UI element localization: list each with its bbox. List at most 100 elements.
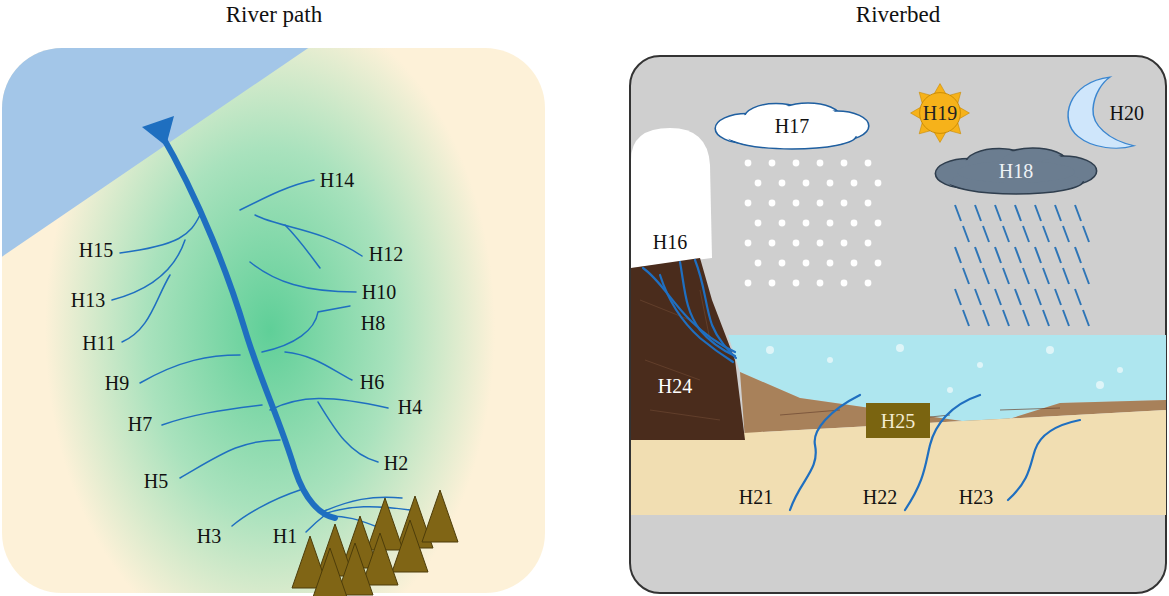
callout-label: H16 bbox=[653, 232, 687, 252]
rain-cloud: H18 bbox=[932, 146, 1100, 196]
snowflake bbox=[841, 280, 848, 287]
river-map bbox=[0, 40, 545, 596]
mountains bbox=[292, 490, 458, 596]
raindrop bbox=[983, 268, 989, 284]
raindrop bbox=[1055, 247, 1061, 263]
snowflake bbox=[769, 160, 776, 167]
snowflake bbox=[841, 240, 848, 247]
mountain bbox=[367, 498, 403, 550]
snowflake bbox=[827, 180, 834, 187]
raindrop bbox=[1063, 226, 1069, 242]
raindrop bbox=[1063, 310, 1069, 326]
raindrop bbox=[983, 310, 989, 326]
snowflake bbox=[865, 240, 872, 247]
snowflake bbox=[755, 260, 762, 267]
raindrop bbox=[1043, 310, 1049, 326]
raindrop bbox=[1043, 268, 1049, 284]
raindrop bbox=[1083, 226, 1089, 242]
callout-label: H10 bbox=[362, 282, 396, 302]
callout-label: H3 bbox=[197, 526, 221, 546]
callout-label: H2 bbox=[384, 453, 408, 473]
raindrop bbox=[995, 289, 1001, 305]
snowflake bbox=[817, 200, 824, 207]
raindrop bbox=[955, 205, 961, 221]
snowflake bbox=[865, 280, 872, 287]
panel-riverbed: RiverbedH17H19H20H18H25 bbox=[627, 0, 1169, 596]
raindrop bbox=[995, 247, 1001, 263]
raindrop bbox=[1003, 226, 1009, 242]
raindrop bbox=[1035, 205, 1041, 221]
callout-label: H8 bbox=[361, 313, 385, 333]
raindrop bbox=[1003, 268, 1009, 284]
raindrop bbox=[1075, 205, 1081, 221]
raindrop bbox=[1023, 268, 1029, 284]
moon: H20 bbox=[1048, 74, 1148, 152]
cloud-fill bbox=[938, 150, 1094, 193]
snowflake bbox=[769, 240, 776, 247]
raindrop bbox=[975, 205, 981, 221]
callout-label: H14 bbox=[320, 170, 354, 190]
raindrop bbox=[1075, 247, 1081, 263]
callout-label: H5 bbox=[144, 471, 168, 491]
snowflake bbox=[841, 160, 848, 167]
snowflake bbox=[851, 260, 858, 267]
snowflake bbox=[851, 220, 858, 227]
raindrop bbox=[1015, 205, 1021, 221]
snowflake bbox=[745, 280, 752, 287]
snowflake bbox=[875, 220, 882, 227]
snowflake bbox=[803, 220, 810, 227]
panel-title: River path bbox=[0, 2, 548, 28]
callout-label: H4 bbox=[398, 397, 422, 417]
callout-label: H22 bbox=[863, 487, 897, 507]
snowflake bbox=[769, 200, 776, 207]
snowflake bbox=[755, 220, 762, 227]
cloud-puff bbox=[957, 161, 1075, 183]
snowflake bbox=[745, 160, 752, 167]
snowflake bbox=[803, 260, 810, 267]
sediment-block bbox=[866, 403, 930, 438]
raindrop bbox=[1055, 205, 1061, 221]
callout-label: H9 bbox=[105, 373, 129, 393]
riverbed-scene bbox=[630, 56, 1168, 593]
snowflake bbox=[779, 180, 786, 187]
callout-label: H11 bbox=[82, 333, 116, 353]
snowflake bbox=[841, 200, 848, 207]
raindrop bbox=[1035, 247, 1041, 263]
snowflake bbox=[793, 280, 800, 287]
snowflake bbox=[755, 180, 762, 187]
cloud-fill bbox=[718, 105, 867, 148]
part-label: H20 bbox=[1110, 103, 1144, 123]
snowflake bbox=[827, 260, 834, 267]
rain bbox=[955, 205, 1089, 326]
snowflake bbox=[817, 240, 824, 247]
snow bbox=[745, 160, 882, 287]
snowflake bbox=[865, 160, 872, 167]
raindrop bbox=[1043, 226, 1049, 242]
raindrop bbox=[955, 247, 961, 263]
snowflake bbox=[851, 180, 858, 187]
snowflake bbox=[779, 260, 786, 267]
part-label: H17 bbox=[775, 116, 809, 136]
raindrop bbox=[963, 268, 969, 284]
raindrop bbox=[975, 247, 981, 263]
snowflake bbox=[745, 200, 752, 207]
callout-label: H24 bbox=[658, 376, 692, 396]
sun-disc bbox=[920, 93, 961, 134]
snowflake bbox=[803, 180, 810, 187]
cloud-puff bbox=[736, 116, 848, 138]
snowflake bbox=[827, 220, 834, 227]
raindrop bbox=[963, 310, 969, 326]
mountain bbox=[392, 520, 428, 572]
cloud-outline bbox=[715, 103, 869, 149]
raindrop bbox=[1023, 226, 1029, 242]
sun-ray bbox=[934, 84, 945, 94]
part-label: H18 bbox=[999, 161, 1033, 181]
callout-label: H21 bbox=[739, 487, 773, 507]
snowflake bbox=[793, 160, 800, 167]
part-label: H19 bbox=[923, 103, 957, 123]
snowflake bbox=[875, 180, 882, 187]
raindrop bbox=[955, 289, 961, 305]
callout-label: H23 bbox=[959, 487, 993, 507]
raindrop bbox=[983, 226, 989, 242]
mountain bbox=[362, 533, 398, 585]
